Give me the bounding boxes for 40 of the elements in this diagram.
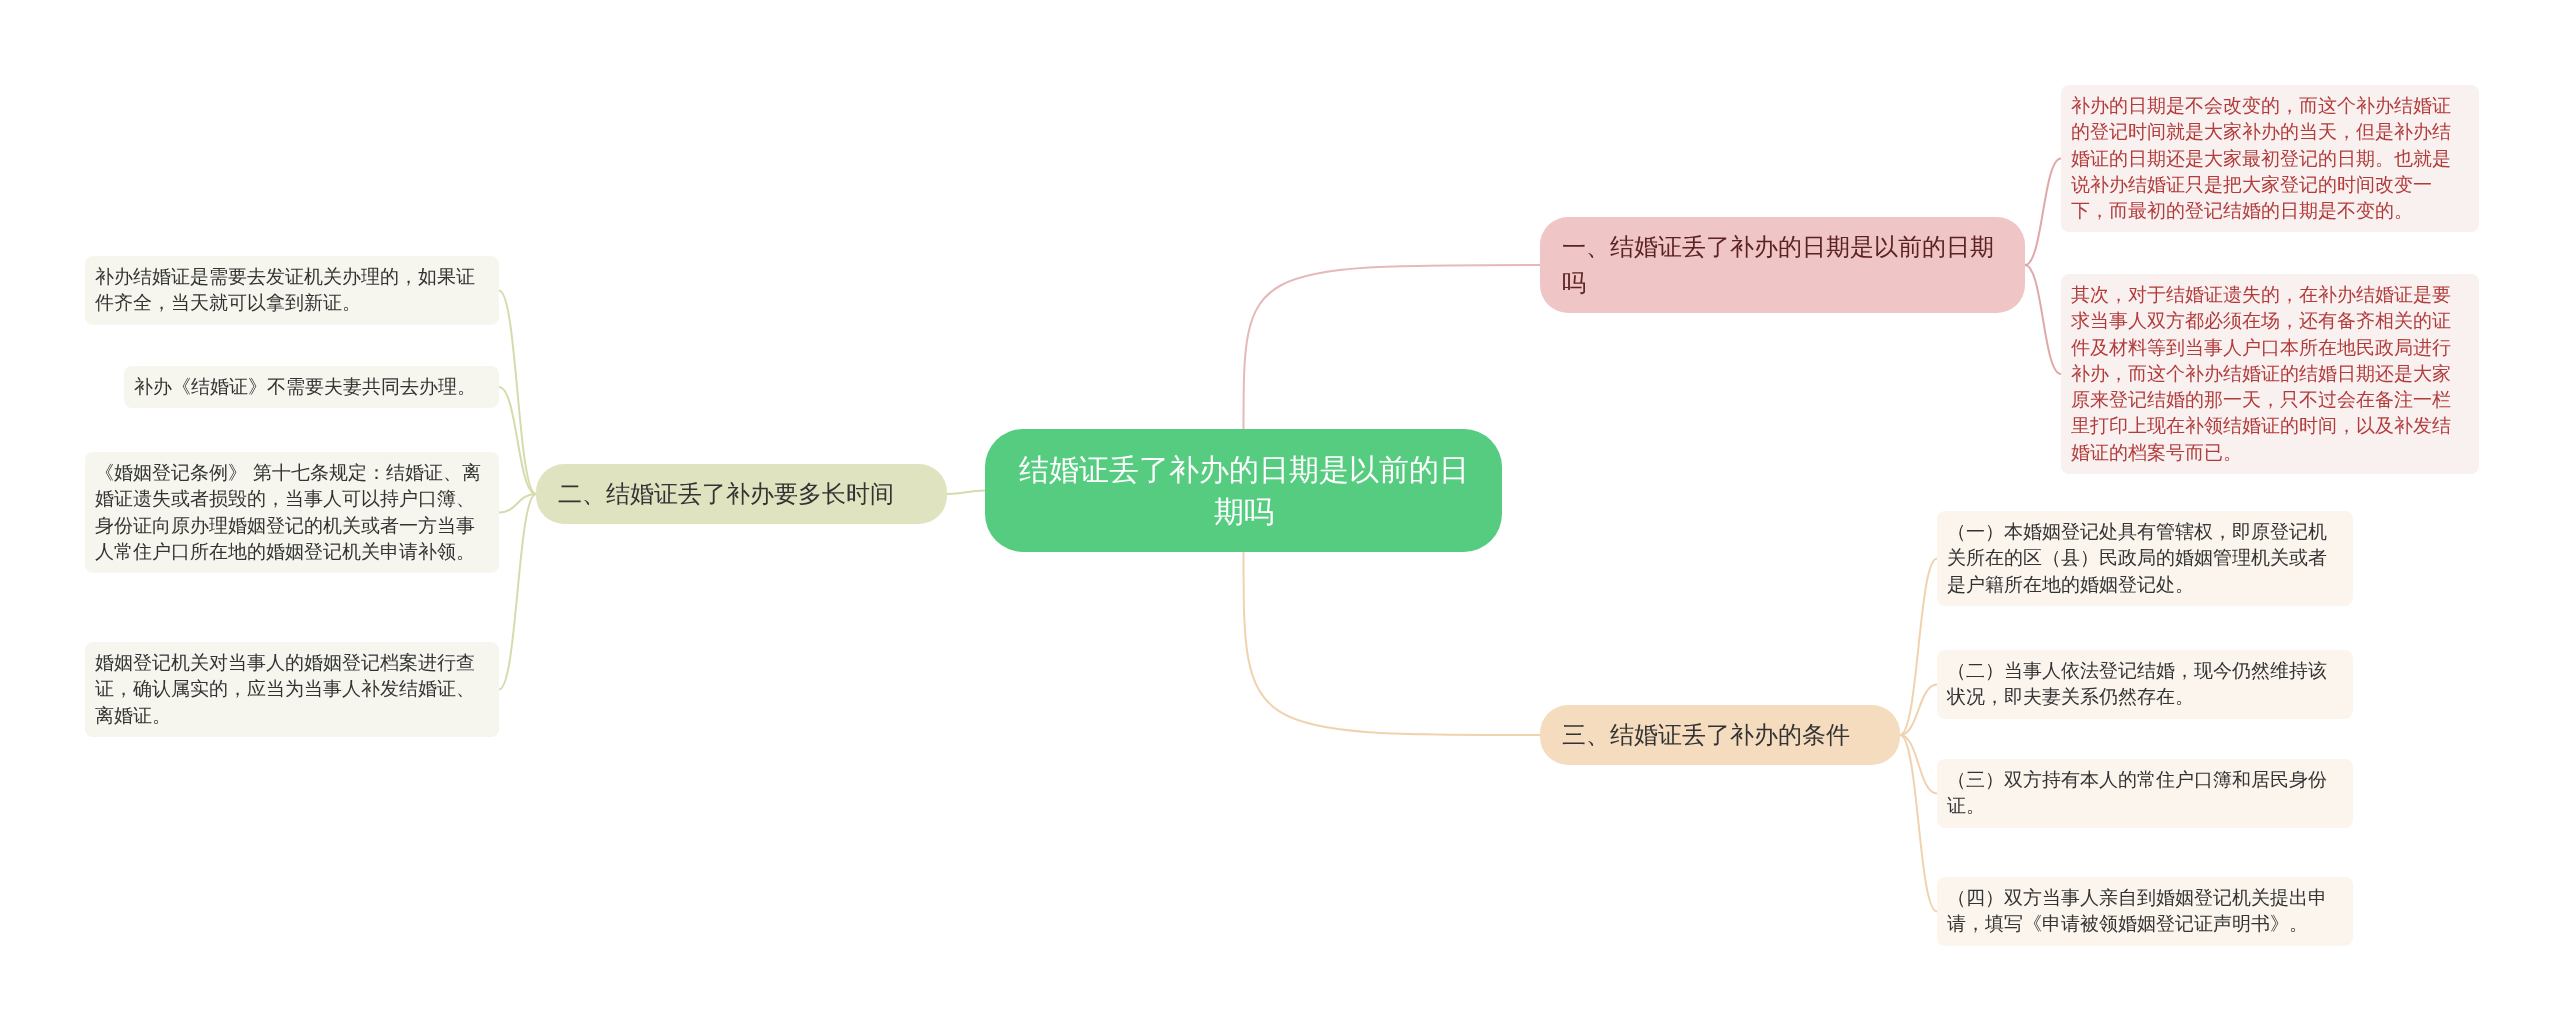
connector-line <box>1899 734 1938 913</box>
note-card <box>85 452 499 574</box>
connector-line <box>2024 157 2062 266</box>
note-card <box>85 642 499 737</box>
connector-line <box>498 386 537 495</box>
connector-line <box>1242 264 1541 430</box>
topic-text: （二）当事人依法登记结婚，现今仍然维持该状况，即夫妻关系仍然存在。 <box>1947 659 2328 710</box>
branch-topic <box>1540 217 2025 313</box>
note-card <box>2061 274 2479 474</box>
connector-line <box>946 489 986 495</box>
topic-text: 其次，对于结婚证遗失的，在补办结婚证是要求当事人双方都必须在场，还有备齐相关的证件及材料等到当事人户口本所在地民政局进行补办，而这个补办结婚证的结婚日期还是大家原来登记结婚的那一天，只不过会在备注一栏里打印上现在补领结婚证的时间，以及补发结婚证的档案号而已。 <box>2071 283 2452 465</box>
note-card <box>1937 877 2353 946</box>
note-card <box>124 366 499 409</box>
note-card <box>1937 511 2353 606</box>
central-topic <box>985 429 1502 552</box>
connector-line <box>1899 734 1938 795</box>
connector-line <box>498 493 537 691</box>
topic-text: 补办《结婚证》不需要夫妻共同去办理。 <box>134 375 476 399</box>
note-card <box>2061 85 2479 233</box>
topic-text: （一）本婚姻登记处具有管辖权，即原登记机关所在的区（县）民政局的婚姻管理机关或者是户籍所在地的婚姻登记处。 <box>1947 520 2328 597</box>
connector-line <box>2024 264 2062 375</box>
connector-line <box>498 493 537 514</box>
topic-text: 补办的日期是不会改变的，而这个补办结婚证的登记时间就是大家补办的当天，但是补办结婚证的日期还是大家最初登记的日期。也就是说补办结婚证只是把大家登记的时间改变一下，而最初的登记结婚的日期是不变的。 <box>2071 94 2452 224</box>
connector-line <box>498 289 537 495</box>
branch-topic <box>1540 705 1900 765</box>
topic-text: 三、结婚证丢了补办的条件 <box>1562 720 1850 751</box>
connector-line <box>1242 551 1541 736</box>
note-card <box>85 256 499 325</box>
topic-text: 一、结婚证丢了补办的日期是以前的日期吗 <box>1562 232 1995 299</box>
topic-text: 二、结婚证丢了补办要多长时间 <box>558 479 894 510</box>
topic-text: 婚姻登记机关对当事人的婚姻登记档案进行查证，确认属实的，应当为当事人补发结婚证、离婚证。 <box>95 651 476 728</box>
note-card <box>1937 650 2353 719</box>
branch-topic <box>536 464 947 524</box>
topic-text: 补办结婚证是需要去发证机关办理的，如果证件齐全，当天就可以拿到新证。 <box>95 265 476 316</box>
topic-text: 《婚姻登记条例》 第十七条规定：结婚证、离婚证遗失或者损毁的，当事人可以持户口簿、身份证向原办理婚姻登记的机关或者一方当事人常住户口所在地的婚姻登记机关申请补领。 <box>95 461 482 564</box>
connector-line <box>1899 557 1938 736</box>
note-card <box>1937 759 2353 828</box>
topic-text: （三）双方持有本人的常住户口簿和居民身份证。 <box>1947 768 2328 819</box>
topic-text: （四）双方当事人亲自到婚姻登记机关提出申请，填写《申请被领婚姻登记证声明书》。 <box>1947 886 2328 937</box>
topic-text: 结婚证丢了补办的日期是以前的日期吗 <box>1017 450 1470 531</box>
